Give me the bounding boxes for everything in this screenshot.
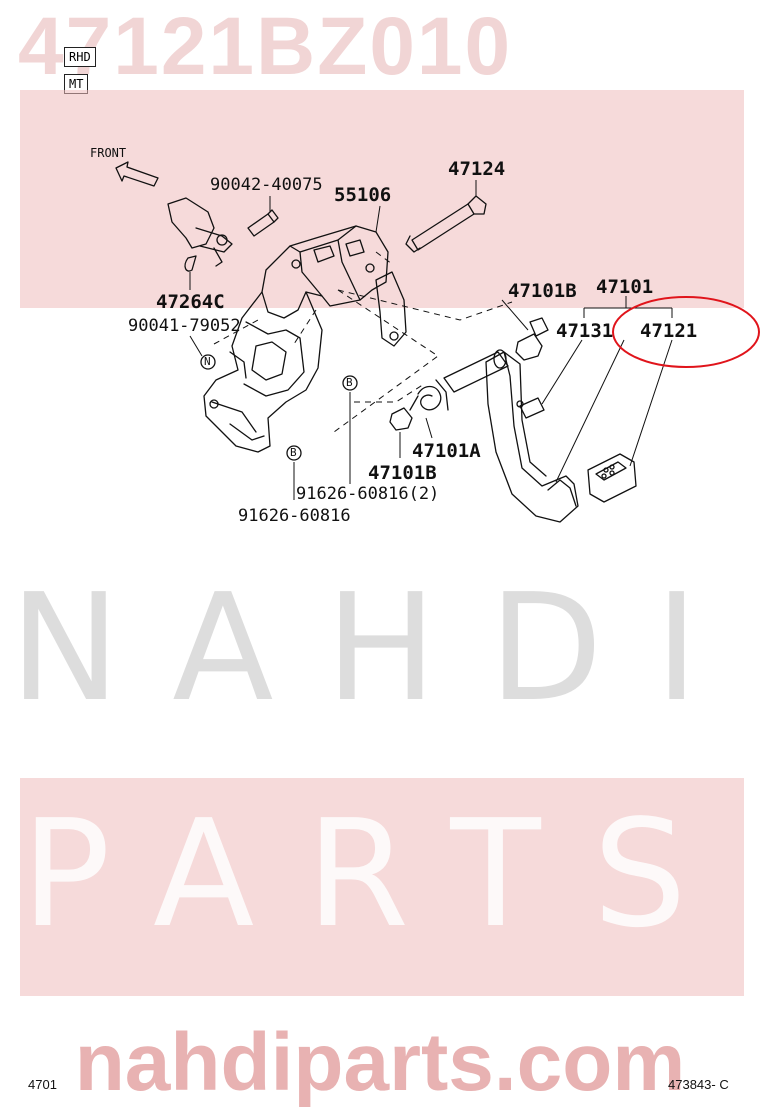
callout-47121: 47121 — [640, 320, 698, 342]
callout-47131: 47131 — [556, 320, 614, 342]
footer-drawing-code: 473843- C — [668, 1077, 729, 1092]
callout-90041-79052: 90041-79052 — [128, 316, 241, 336]
footer-section-code: 4701 — [28, 1077, 57, 1092]
callout-47101: 47101 — [596, 276, 654, 298]
callout-47124: 47124 — [448, 158, 506, 180]
watermark-brand-top: NAHDI — [9, 562, 751, 734]
callout-91626-60816: 91626-60816 — [238, 506, 351, 526]
callout-91626-60816-2: 91626-60816(2) — [296, 484, 440, 504]
rhd-badge: RHD — [64, 47, 96, 67]
watermark-site: nahdiparts.com — [74, 1017, 686, 1108]
callout-90042-40075: 90042-40075 — [210, 175, 323, 195]
marker-n: N — [204, 355, 211, 368]
highlight-ellipse — [612, 296, 760, 368]
callout-55106: 55106 — [334, 184, 392, 206]
callout-47101b-bottom: 47101B — [368, 462, 437, 484]
callout-47101b-top: 47101B — [508, 280, 577, 302]
watermark-band-top — [20, 90, 744, 308]
front-label: FRONT — [90, 146, 127, 160]
watermark-brand-bottom: PARTS — [21, 788, 739, 960]
front-arrow-icon — [115, 161, 159, 187]
marker-b-upper: B — [346, 376, 353, 389]
watermark-part-number: 47121BZ010 — [18, 1, 513, 92]
callout-47264c: 47264C — [156, 291, 225, 313]
watermark-band-bottom — [20, 778, 744, 996]
marker-b-lower: B — [290, 446, 297, 459]
callout-47101a: 47101A — [412, 440, 481, 462]
